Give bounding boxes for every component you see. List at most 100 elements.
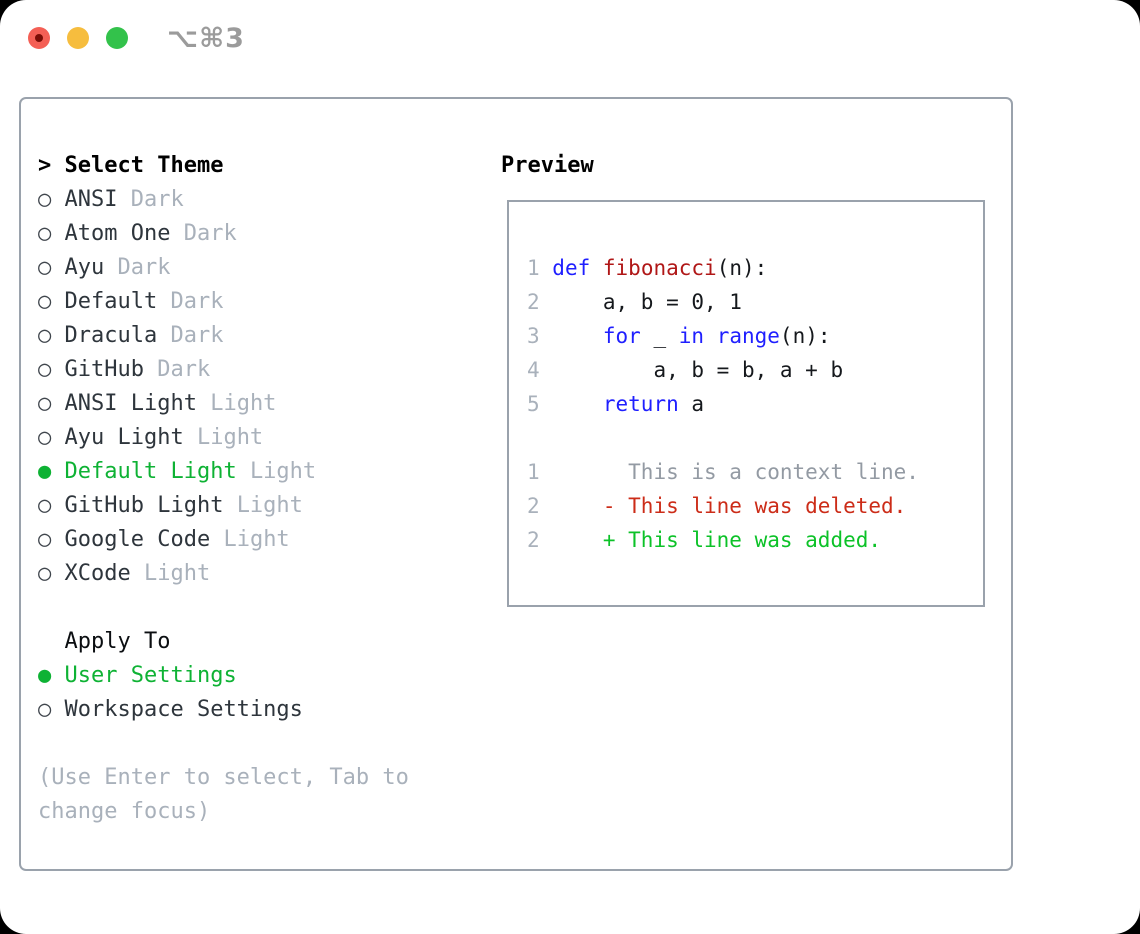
tag-text: Light bbox=[196, 425, 264, 450]
tag-text: Dark bbox=[130, 187, 184, 212]
unsaved-indicator-icon bbox=[35, 34, 43, 42]
select-theme-header: > Select Theme bbox=[38, 149, 474, 183]
kw-segment: return bbox=[602, 392, 679, 416]
mk-text: ○ bbox=[38, 187, 65, 212]
mk hdr-text: > bbox=[38, 153, 65, 178]
theme-option-google-code-light[interactable]: ○ Google Code Light bbox=[38, 523, 474, 557]
preview-line: 3 for _ in range(n): bbox=[527, 319, 983, 353]
theme-option-ayu-light-light[interactable]: ○ Ayu Light Light bbox=[38, 421, 474, 455]
minimize-button[interactable] bbox=[67, 27, 89, 49]
apply-to-header: Apply To bbox=[38, 625, 474, 659]
mk-text bbox=[38, 629, 65, 654]
name-text: Google Code bbox=[64, 527, 224, 552]
pln-segment: _ bbox=[640, 324, 679, 348]
name-text: ANSI bbox=[64, 187, 131, 212]
mk-text: ○ bbox=[38, 425, 65, 450]
zoom-button[interactable] bbox=[106, 27, 128, 49]
apply-option-workspace-settings[interactable]: ○ Workspace Settings bbox=[38, 693, 474, 727]
name-text: ANSI Light bbox=[64, 391, 211, 416]
kw-segment: def bbox=[552, 256, 591, 280]
tag-text: Light bbox=[143, 561, 211, 586]
kw-segment: range bbox=[716, 324, 780, 348]
pln-segment bbox=[704, 324, 717, 348]
pln-segment: (n): bbox=[779, 324, 831, 348]
theme-option-ayu-dark[interactable]: ○ Ayu Dark bbox=[38, 251, 474, 285]
mk-text: ○ bbox=[38, 357, 65, 382]
keyboard-hint: (Use Enter to select, Tab to change focu… bbox=[38, 765, 409, 824]
sel-text: Default Light bbox=[64, 459, 250, 484]
preview-line: 1 This is a context line. bbox=[527, 455, 983, 489]
num-segment: 2 bbox=[527, 528, 553, 552]
theme-option-atom-one-dark[interactable]: ○ Atom One Dark bbox=[38, 217, 474, 251]
num-segment: 3 bbox=[527, 324, 553, 348]
num-segment: 5 bbox=[527, 392, 553, 416]
close-button[interactable] bbox=[28, 27, 50, 49]
tag-text: Light bbox=[236, 493, 303, 518]
preview-label: Preview bbox=[501, 153, 594, 178]
name-text: Dracula bbox=[64, 323, 171, 348]
num-segment: 1 bbox=[527, 256, 553, 280]
mk-text: ○ bbox=[38, 221, 65, 246]
mk sel-text: ● bbox=[38, 663, 65, 688]
mk-text: ○ bbox=[38, 527, 65, 552]
theme-option-github-dark[interactable]: ○ GitHub Dark bbox=[38, 353, 474, 387]
name-text: Default bbox=[64, 289, 171, 314]
add-segment: + This line was added. bbox=[552, 528, 882, 552]
pln-segment: a, b = b, a + b bbox=[552, 358, 844, 382]
preview-line bbox=[527, 421, 983, 455]
num-segment: 2 bbox=[527, 290, 553, 314]
tag-text: Light bbox=[249, 459, 317, 484]
sel-text: User Settings bbox=[64, 663, 237, 688]
pln-segment: a bbox=[678, 392, 705, 416]
del-segment: - This line was deleted. bbox=[552, 494, 907, 518]
pln-segment bbox=[552, 324, 603, 348]
tag-text: Dark bbox=[157, 357, 211, 382]
name-text: Atom One bbox=[64, 221, 184, 246]
spacer bbox=[38, 591, 474, 625]
num-segment: 2 bbox=[527, 494, 553, 518]
tag-text: Dark bbox=[183, 221, 237, 246]
preview-line: 2 - This line was deleted. bbox=[527, 489, 983, 523]
kw-segment: in bbox=[678, 324, 705, 348]
name-text: XCode bbox=[64, 561, 144, 586]
ctx-segment: This is a context line. bbox=[552, 460, 919, 484]
theme-option-ansi-light-light[interactable]: ○ ANSI Light Light bbox=[38, 387, 474, 421]
theme-picker: > Select Theme○ ANSI Dark○ Atom One Dark… bbox=[38, 149, 474, 829]
content-panel: > Select Theme○ ANSI Dark○ Atom One Dark… bbox=[19, 97, 1013, 871]
theme-option-xcode-light[interactable]: ○ XCode Light bbox=[38, 557, 474, 591]
window-title: ⌥⌘3 bbox=[167, 23, 245, 54]
preview-line: 4 a, b = b, a + b bbox=[527, 353, 983, 387]
mk-text: ○ bbox=[38, 697, 65, 722]
name-text: Ayu bbox=[64, 255, 118, 280]
preview-line: 2 a, b = 0, 1 bbox=[527, 285, 983, 319]
tag-text: Light bbox=[223, 527, 290, 552]
preview-line: 2 + This line was added. bbox=[527, 523, 983, 557]
hdr-text: Select Theme bbox=[64, 153, 224, 178]
theme-option-default-light-light[interactable]: ● Default Light Light bbox=[38, 455, 474, 489]
theme-option-ansi-dark[interactable]: ○ ANSI Dark bbox=[38, 183, 474, 217]
apply-option-user-settings[interactable]: ● User Settings bbox=[38, 659, 474, 693]
mk sel-text: ● bbox=[38, 459, 65, 484]
mk-text: ○ bbox=[38, 289, 65, 314]
mk-text: ○ bbox=[38, 391, 65, 416]
theme-option-dracula-dark[interactable]: ○ Dracula Dark bbox=[38, 319, 474, 353]
mk-text: ○ bbox=[38, 255, 65, 280]
spacer bbox=[38, 727, 474, 761]
traffic-lights bbox=[28, 27, 128, 49]
hdr2-text: Apply To bbox=[64, 629, 171, 654]
theme-option-github-light-light[interactable]: ○ GitHub Light Light bbox=[38, 489, 474, 523]
mk-text: ○ bbox=[38, 323, 65, 348]
theme-option-default-dark[interactable]: ○ Default Dark bbox=[38, 285, 474, 319]
tag-text: Dark bbox=[170, 323, 224, 348]
pln-segment bbox=[552, 392, 603, 416]
preview-line: 5 return a bbox=[527, 387, 983, 421]
name-text: GitHub Light bbox=[64, 493, 237, 518]
kw-segment: for bbox=[602, 324, 641, 348]
tag-text: Light bbox=[210, 391, 277, 416]
name-text: Workspace Settings bbox=[64, 697, 303, 722]
name-text: GitHub bbox=[64, 357, 158, 382]
num-segment: 1 bbox=[527, 460, 553, 484]
pln-segment bbox=[590, 256, 603, 280]
